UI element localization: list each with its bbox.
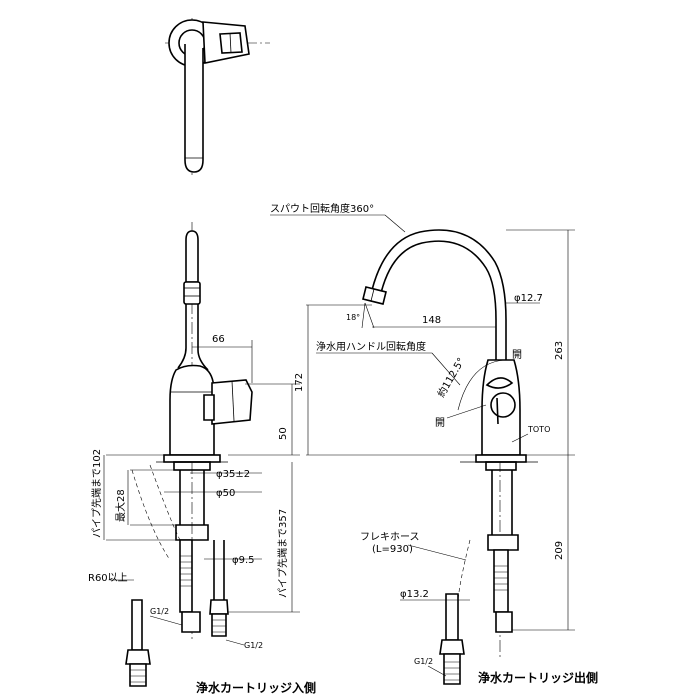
max-28: 最大28 <box>114 489 127 522</box>
g12-right: G1/2 <box>414 657 433 666</box>
inlet-side-caption: 浄水カートリッジ入側 <box>196 680 316 695</box>
angle-18: 18° <box>346 313 360 322</box>
open-bottom: 開 <box>435 417 445 429</box>
pipe-tip-357: パイプ先端まで357 <box>276 509 289 598</box>
g12-left2: G1/2 <box>244 641 263 650</box>
approx-angle: 約112.5° <box>434 355 467 399</box>
side-view <box>362 229 538 685</box>
dim-209: 209 <box>554 541 565 560</box>
dim-172: 172 <box>294 373 305 392</box>
r60-label: R60以上 <box>88 572 128 584</box>
flex-hose-label: フレキホース <box>360 531 420 543</box>
dia-12-7: φ12.7 <box>514 293 543 304</box>
pipe-tip-102: パイプ先端まで102 <box>90 449 103 538</box>
outlet-side-caption: 浄水カートリッジ出側 <box>478 670 598 685</box>
dim-50: 50 <box>278 427 289 440</box>
dia-9-5: φ9.5 <box>232 555 255 566</box>
handle-rotation-label: 浄水用ハンドル回転角度 <box>316 340 426 353</box>
dim-263: 263 <box>554 341 565 360</box>
front-dimensions: 66 50 φ35±2 φ50 パイプ先端まで102 最大28 パイプ先端まで3… <box>88 334 300 650</box>
g12-left1: G1/2 <box>150 607 169 616</box>
dim-66: 66 <box>212 334 225 345</box>
flex-len-label: (L=930) <box>372 544 413 555</box>
top-view <box>165 18 270 175</box>
dia-35: φ35±2 <box>216 469 250 480</box>
dia-50: φ50 <box>216 488 235 499</box>
open-top: 開 <box>512 349 522 361</box>
front-view <box>125 222 253 687</box>
dim-148: 148 <box>422 315 441 326</box>
toto-label: TOTO <box>527 425 550 434</box>
side-dimensions: スパウト回転角度360° 172 263 209 148 φ12.7 18° 浄… <box>270 202 575 677</box>
dia-13-2: φ13.2 <box>400 589 429 600</box>
spout-rotation-label: スパウト回転角度360° <box>270 202 374 215</box>
